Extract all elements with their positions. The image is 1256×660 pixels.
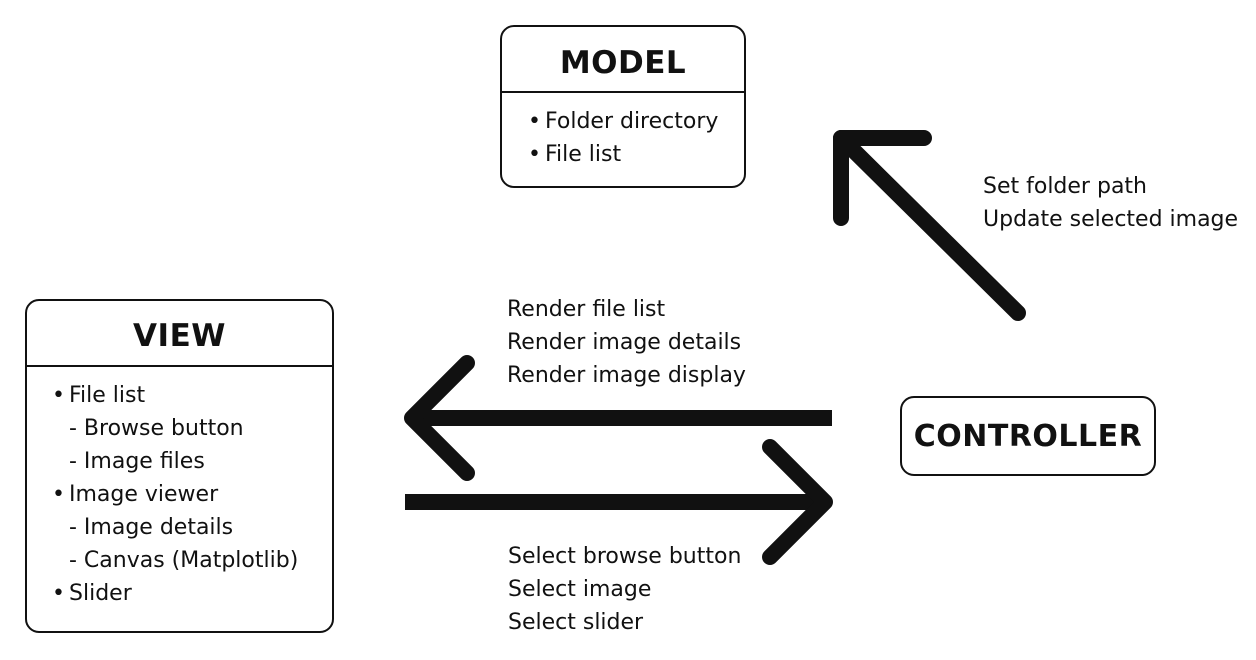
view-item-list: •File list - Browse button - Image files… bbox=[27, 367, 332, 610]
view-box: VIEW •File list - Browse button - Image … bbox=[25, 299, 334, 633]
controller-to-model-labels: Set folder path Update selected image bbox=[983, 170, 1238, 236]
view-divider bbox=[27, 365, 332, 367]
view-title: VIEW bbox=[133, 318, 226, 354]
view-item-label: File list bbox=[69, 383, 146, 408]
arrow-label: Select image bbox=[508, 577, 652, 602]
view-subitem: - Canvas (Matplotlib) bbox=[52, 544, 332, 577]
controller-title: CONTROLLER bbox=[913, 419, 1143, 454]
arrow-label: Select browse button bbox=[508, 544, 742, 569]
view-item: •Slider bbox=[52, 577, 332, 610]
model-divider bbox=[502, 91, 744, 93]
arrow-label: Render file list bbox=[507, 297, 666, 322]
view-subitem: - Browse button bbox=[52, 412, 332, 445]
view-item-label: Image viewer bbox=[69, 482, 219, 507]
view-subitem-label: - Canvas (Matplotlib) bbox=[69, 548, 299, 573]
view-subitem-label: - Image details bbox=[69, 515, 234, 540]
bullet-icon: • bbox=[528, 109, 541, 134]
controller-box: CONTROLLER bbox=[900, 396, 1156, 476]
model-title: MODEL bbox=[559, 45, 687, 81]
arrow-view-to-controller bbox=[405, 439, 833, 565]
arrow-label: Render image display bbox=[507, 363, 746, 388]
view-to-controller-labels: Select browse button Select image Select… bbox=[508, 540, 741, 639]
view-subitem: - Image details bbox=[52, 511, 332, 544]
arrow-label: Select slider bbox=[508, 610, 644, 635]
view-subitem-label: - Browse button bbox=[69, 416, 244, 441]
view-subitem: - Image files bbox=[52, 445, 332, 478]
model-item-label: File list bbox=[545, 142, 622, 167]
bullet-icon: • bbox=[52, 581, 65, 606]
model-item: •File list bbox=[528, 138, 744, 171]
bullet-icon: • bbox=[52, 383, 65, 408]
arrow-label: Update selected image bbox=[983, 207, 1239, 232]
bullet-icon: • bbox=[52, 482, 65, 507]
arrow-label: Set folder path bbox=[983, 174, 1147, 199]
model-item-label: Folder directory bbox=[545, 109, 719, 134]
arrow-label: Render image details bbox=[507, 330, 742, 355]
model-item-list: •Folder directory •File list bbox=[502, 93, 744, 171]
model-box: MODEL •Folder directory •File list bbox=[500, 25, 746, 188]
view-item-label: Slider bbox=[69, 581, 132, 606]
arrow-controller-to-model bbox=[833, 130, 1026, 321]
controller-to-view-labels: Render file list Render image details Re… bbox=[507, 293, 746, 392]
arrow-controller-to-view bbox=[404, 355, 832, 481]
bullet-icon: • bbox=[528, 142, 541, 167]
view-item: •Image viewer bbox=[52, 478, 332, 511]
view-subitem-label: - Image files bbox=[69, 449, 205, 474]
view-item: •File list bbox=[52, 379, 332, 412]
model-item: •Folder directory bbox=[528, 105, 744, 138]
